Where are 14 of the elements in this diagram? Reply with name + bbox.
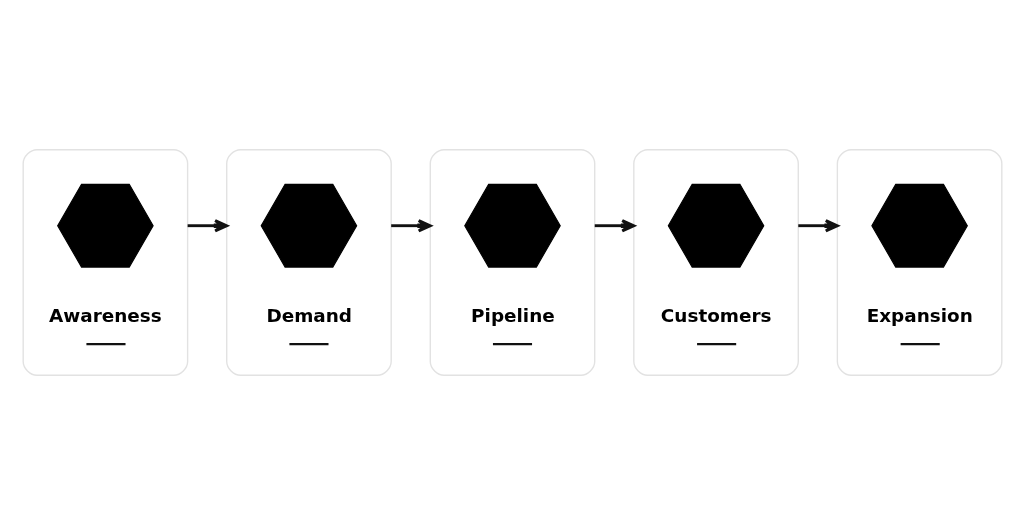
arrow — [797, 218, 839, 232]
cluster: Awareness — [22, 148, 188, 376]
arrow — [594, 218, 635, 232]
cluster: Pipeline — [429, 148, 595, 376]
cluster: Expansion — [836, 148, 1003, 376]
node-picture — [463, 183, 561, 268]
node-picture — [260, 183, 357, 268]
node-picture — [56, 183, 154, 268]
node-picture — [667, 183, 764, 268]
arrow — [390, 218, 432, 232]
cluster: Customers — [632, 148, 799, 376]
cluster: Demand — [225, 148, 392, 376]
node-picture — [870, 183, 968, 268]
arrow — [187, 218, 228, 232]
